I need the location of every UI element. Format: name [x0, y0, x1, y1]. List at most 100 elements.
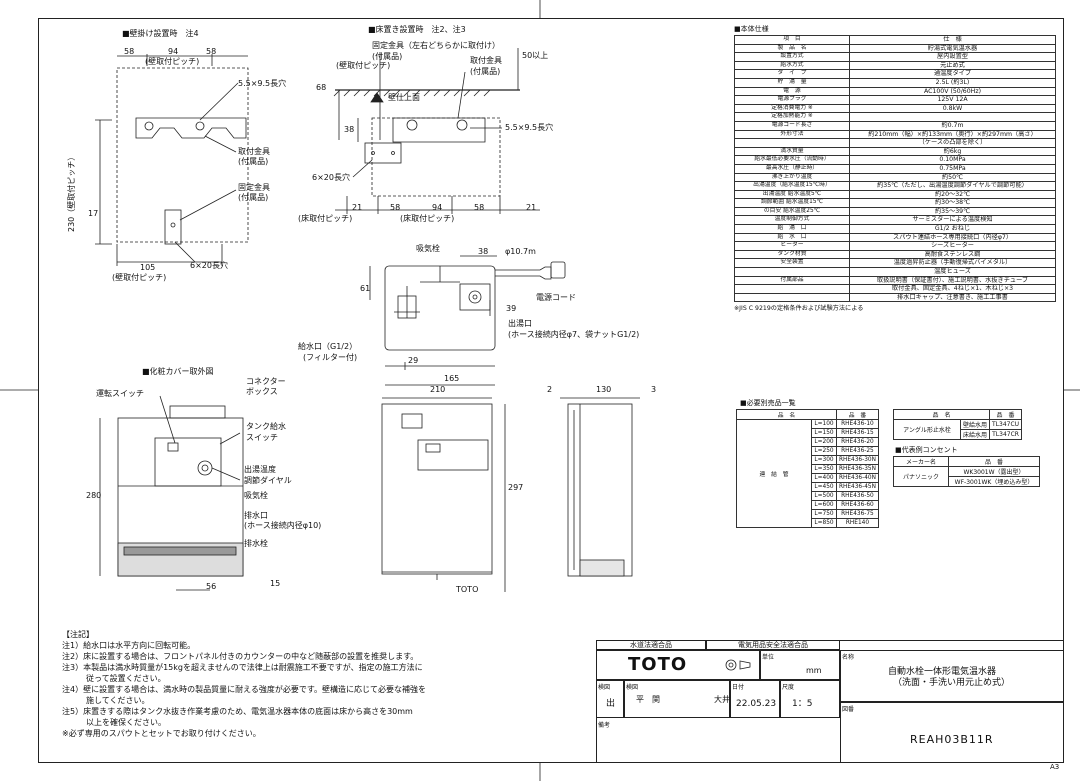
dim-label: 105: [140, 263, 156, 272]
dim-label: 17: [88, 209, 99, 218]
dim-label: 165: [444, 374, 460, 383]
dim-label: 電源コード: [536, 293, 576, 302]
note-line: 注2）床に設置する場合は、フロントパネル付きのカウンターの中など随蔽部の設置を推…: [62, 652, 419, 661]
floor-mount-title: ■床置き設置時 注2、注3: [368, 25, 466, 34]
dim-label: 給水口（G1/2）: [298, 342, 358, 351]
note-line: 施してください。: [62, 696, 150, 705]
drawing-no-cell: [840, 702, 1064, 763]
dim-label: 出湯口: [508, 319, 532, 328]
dim-label: (ホース接続内径φ10): [244, 521, 322, 530]
checked-cell: [596, 680, 624, 718]
dim-label: 58: [474, 203, 485, 212]
dim-label: (付属品): [372, 52, 403, 61]
dim-label: 6×20長穴: [190, 261, 228, 270]
wall-mount-title: ■壁掛け設置時 注4: [122, 29, 199, 38]
dim-label: 調節ダイヤル: [244, 476, 292, 485]
date-value: 22.05.23: [736, 699, 777, 709]
drafter-value: 大井: [714, 695, 730, 704]
table-cell: TL347CR: [989, 429, 1023, 440]
table-cell: 排水口キャップ、注意書き、施工工事書: [849, 292, 1056, 303]
remarks-label: 備考: [598, 722, 611, 729]
dim-label: 130: [596, 385, 612, 394]
cert-water: 水道法適合品: [596, 640, 706, 650]
dim-label: 5.5×9.5長穴: [238, 79, 287, 88]
top-view: [369, 255, 566, 386]
note-line: 注5）床置きする際はタンク水抜き作業考慮のため、電気温水器本体の底面は床から高さ…: [62, 707, 413, 716]
dim-label: コネクター: [246, 377, 286, 386]
dim-label: 固定金具: [238, 183, 270, 192]
cover-title: ■化粧カバー取外図: [142, 367, 214, 376]
table-cell: WF-3001WK（埋め込み型）: [948, 476, 1040, 487]
dim-label: (床取付ピッチ): [400, 214, 455, 223]
scale-label: 尺度: [782, 684, 795, 691]
dim-label: 61: [360, 284, 371, 293]
product-subtitle: （洗面・手洗い用元止め式）: [893, 678, 1011, 688]
dim-label: (ホース接続内径φ7、袋ナットG1/2): [508, 330, 640, 339]
dim-label: 吸気栓: [416, 244, 440, 253]
dim-label: ボックス: [246, 387, 278, 396]
dim-label: 280: [86, 491, 102, 500]
note-line: 従って設置ください。: [62, 674, 166, 683]
dim-label: (付属品): [238, 193, 269, 202]
table-row: 排水口キャップ、注意書き、施工工事書: [734, 292, 1056, 303]
name-cell: [840, 650, 1064, 702]
dim-label: 210: [430, 385, 446, 394]
sheet-size: A3: [1050, 763, 1060, 771]
dim-label: 吸気栓: [244, 491, 268, 500]
cert-electric: 電気用品安全法適合品: [706, 640, 840, 650]
unit-cell: [760, 650, 840, 680]
dim-label: 出湯温度: [244, 465, 276, 474]
dim-label: 取付金具: [470, 56, 502, 65]
dim-label: 94: [432, 203, 443, 212]
table-cell: 連 結 管: [736, 419, 812, 528]
dim-label: 排水栓: [244, 539, 268, 548]
drawn-label: 検図: [626, 684, 639, 691]
dim-label: 38: [344, 125, 355, 134]
dim-label: TOTO: [456, 585, 479, 594]
side-view: [560, 397, 640, 577]
dim-label: 58: [124, 47, 135, 56]
dim-label: 15: [270, 579, 281, 588]
table-row: WF-3001WK（埋め込み型）: [894, 476, 1040, 487]
dim-label: 21: [526, 203, 537, 212]
dim-label: スイッチ: [246, 433, 278, 442]
note-line: 注3）本製品は満水時質量が15kgを超えませんので法律上は耐震施工不要ですが、指…: [62, 663, 423, 672]
drawn-value: 平 関: [636, 695, 660, 704]
dim-label: 50以上: [522, 51, 549, 60]
wall-mount-view: [95, 54, 249, 266]
dim-label: 39: [506, 304, 517, 313]
dim-label: (壁取付ピッチ): [145, 57, 200, 66]
date-label: 日付: [732, 684, 745, 691]
spec-table: ■本体仕様 項 目仕 様製 品 名貯湯式電気温水器設置方式屋内設置型給水方式元止…: [734, 24, 1056, 312]
unit-label: 単位: [762, 654, 775, 661]
dim-label: 38: [478, 247, 489, 256]
floor-mount-view: [333, 48, 540, 214]
dim-label: 壁仕上面: [388, 93, 420, 102]
notes-title: 【注記】: [62, 630, 94, 639]
brand-logo: TOTO: [628, 654, 688, 675]
dim-label: 58: [390, 203, 401, 212]
note-line: 以上を確保ください。: [62, 718, 166, 727]
spec-title: ■本体仕様: [734, 25, 769, 33]
cover-removed-view: [99, 395, 244, 591]
dim-label: 56: [206, 582, 217, 591]
note-line: ※必ず専用のスパウトとセットでお取り付けください。: [62, 729, 261, 738]
dim-label: 3: [651, 385, 657, 394]
dim-label: 取付金具: [238, 147, 270, 156]
dim-label: (床取付ピッチ): [298, 214, 353, 223]
dim-label: 固定金具（左右どちらかに取付け）: [372, 41, 500, 50]
scale-value: 1：5: [792, 699, 813, 709]
notes: 【注記】 注1）給水口は水平方向に回転可能。注2）床に設置する場合は、フロントパ…: [62, 629, 426, 739]
dim-label: 21: [352, 203, 363, 212]
scale-cell: [780, 680, 840, 718]
dim-label: 排水口: [244, 511, 268, 520]
parts-title: ■必要別売品一覧: [740, 399, 796, 407]
front-view: [381, 397, 506, 592]
unit-value: mm: [806, 666, 822, 675]
